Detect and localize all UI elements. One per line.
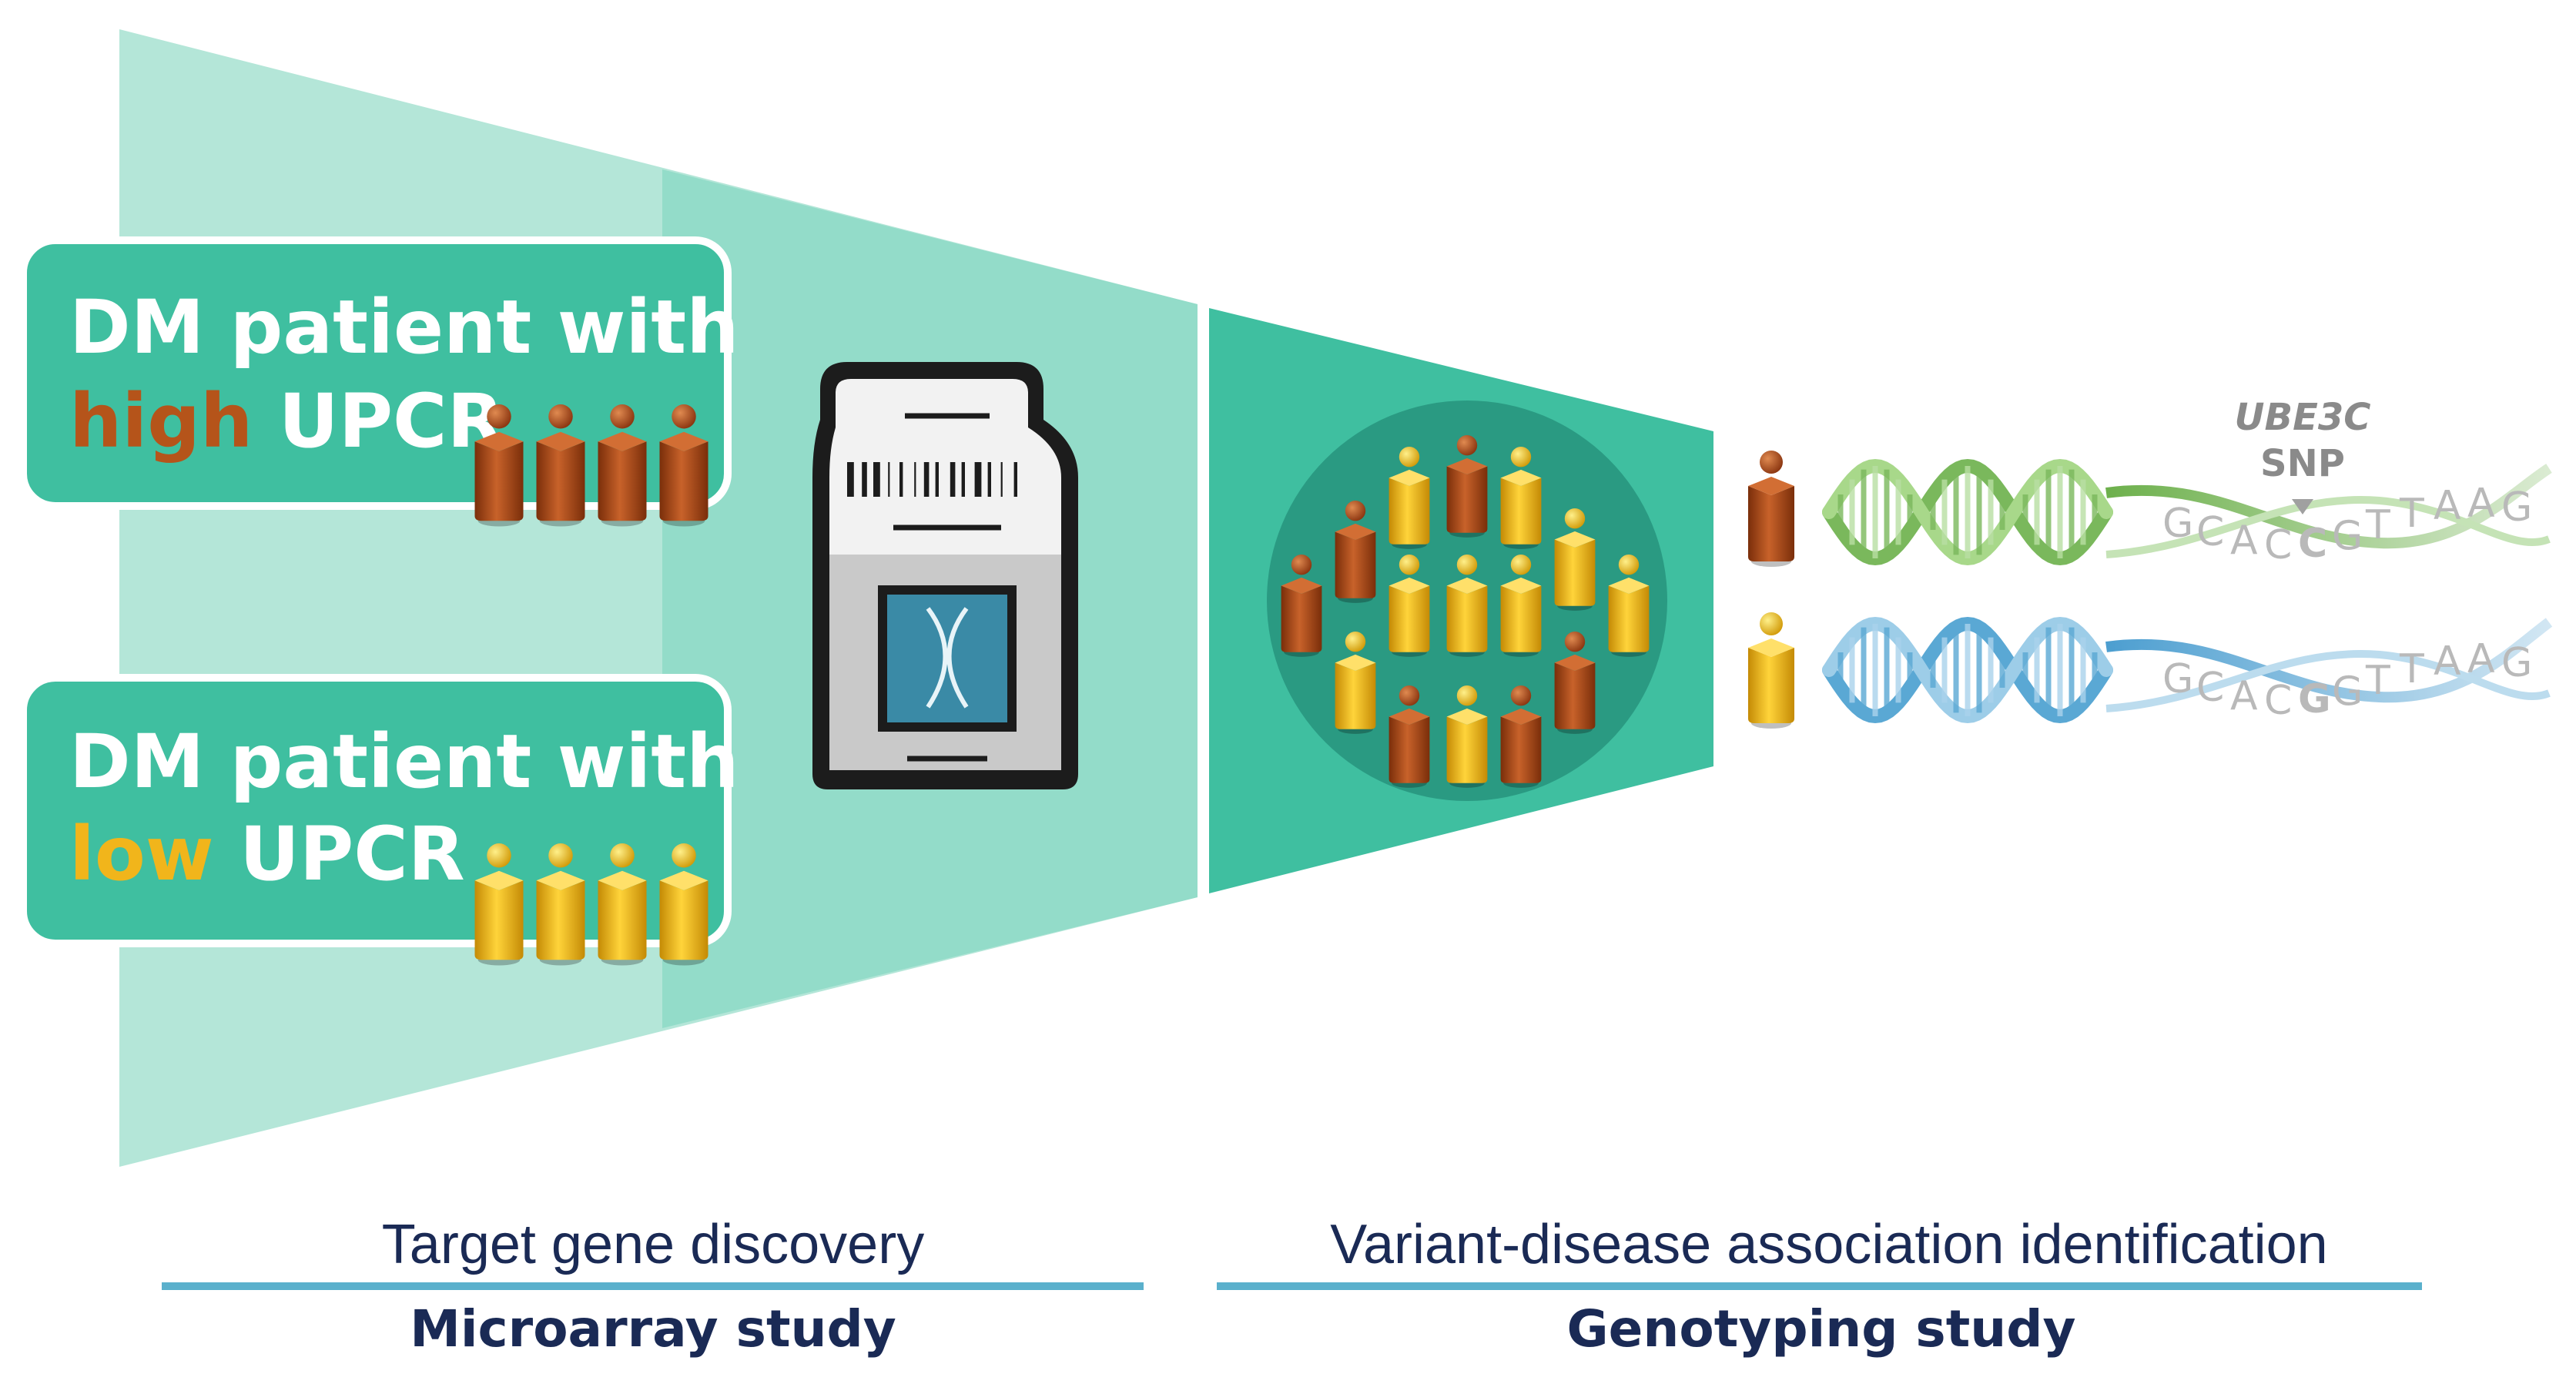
- high-patient-icon: [474, 404, 524, 527]
- low-box-line1: DM patient with: [69, 719, 739, 805]
- sequence-bottom-base: C: [2196, 665, 2224, 711]
- low-patient-icon: [536, 843, 585, 966]
- caption-left-bottom: Microarray study: [410, 1299, 896, 1359]
- genotype-individuals: [1748, 451, 1794, 729]
- low-patient-icon: [474, 843, 524, 966]
- low-patient-icon: [1388, 555, 1430, 657]
- high-patient-icon: [1748, 451, 1794, 567]
- low-patient-icon: [1335, 632, 1376, 734]
- low-patient-icon: [1500, 555, 1542, 657]
- sequence-bottom-base: G: [2162, 656, 2193, 702]
- low-patient-icon: [1388, 447, 1430, 549]
- high-label: high: [69, 378, 253, 464]
- sequence-bottom-base: G: [2501, 640, 2532, 686]
- sequence-bottom-base: C: [2264, 678, 2292, 724]
- sequence-bottom-base: T: [2365, 658, 2390, 704]
- sequence-top-base: G: [2332, 514, 2363, 560]
- low-patient-icon: [1500, 447, 1542, 549]
- low-patient-icon: [598, 843, 647, 966]
- sequence-bottom-base: A: [2230, 673, 2258, 719]
- high-patient-group: [474, 404, 708, 527]
- sequence-top-base: C: [2298, 521, 2327, 567]
- high-patient-icon: [536, 404, 585, 527]
- low-patient-icon: [1608, 555, 1650, 657]
- sequence-top-base: G: [2501, 484, 2532, 531]
- caption-right-bottom: Genotyping study: [1567, 1299, 2076, 1359]
- sequence-top-base: A: [2434, 483, 2461, 529]
- high-box-rest: UPCR: [253, 378, 504, 464]
- sequence-bottom-base: A: [2434, 638, 2461, 685]
- barcode: [847, 462, 1017, 497]
- caption-left-top: Target gene discovery: [382, 1214, 924, 1275]
- snp-gene-label: UBE3C: [2235, 396, 2371, 439]
- sequence-bottom-base: A: [2467, 636, 2495, 682]
- high-patient-icon: [598, 404, 647, 527]
- high-patient-icon: [1500, 685, 1542, 788]
- dna-helix-bottom: [1822, 616, 2553, 724]
- sequence-top-base: C: [2264, 522, 2292, 568]
- sequence-top-base: G: [2162, 501, 2193, 547]
- low-patient-icon: [659, 843, 708, 966]
- high-patient-icon: [1335, 501, 1376, 603]
- snp-label: SNP: [2260, 442, 2345, 485]
- sequence-bottom-base: G: [2332, 669, 2363, 715]
- caption-right-top: Variant-disease association identificati…: [1330, 1214, 2327, 1275]
- low-label: low: [69, 811, 214, 897]
- low-patient-icon: [1748, 612, 1794, 729]
- high-patient-icon: [1446, 435, 1488, 538]
- sequence-top-base: T: [2399, 491, 2424, 537]
- high-patient-icon: [1388, 685, 1430, 788]
- high-patient-icon: [659, 404, 708, 527]
- sequence-bottom-base: T: [2399, 646, 2424, 692]
- low-patient-group: [474, 843, 708, 966]
- sequence-top-base: A: [2230, 518, 2258, 564]
- low-patient-icon: [1446, 555, 1488, 657]
- low-box-rest: UPCR: [214, 811, 465, 897]
- cohort-people: [1281, 435, 1650, 788]
- svg-text:high UPCR: high UPCR: [69, 378, 504, 464]
- sequence-top-base: C: [2196, 509, 2224, 555]
- high-patient-icon: [1281, 555, 1322, 657]
- microarray-chip-icon: [812, 362, 1078, 789]
- sequence-top-base: T: [2365, 502, 2390, 548]
- high-patient-icon: [1554, 632, 1596, 734]
- dna-helix-top: [1822, 458, 2552, 566]
- low-patient-icon: [1554, 508, 1596, 611]
- svg-text:low UPCR: low UPCR: [69, 811, 465, 897]
- high-box-line1: DM patient with: [69, 284, 739, 370]
- low-patient-icon: [1446, 685, 1488, 788]
- snp-marker-icon: [2292, 499, 2313, 514]
- high-upcr-box: DM patient with high UPCR: [19, 236, 739, 510]
- sequence-top-base: A: [2467, 481, 2495, 527]
- sequence-bottom-base: G: [2298, 676, 2331, 722]
